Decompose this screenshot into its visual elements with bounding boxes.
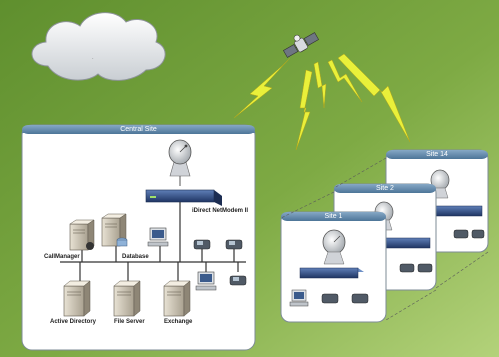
ip-phone-icon [229,275,247,286]
svg-text:-: - [92,55,94,60]
router-icon [145,189,222,206]
ip-phone-icon [417,263,433,273]
lightning-bolt-icon [295,69,313,151]
central-site-panel [21,124,256,351]
lightning-bolt-icon [233,57,291,119]
site-2-title: Site 2 [376,185,394,192]
ip-phone-icon [193,239,211,250]
ip-phone-icon [321,293,339,304]
ip-phone-icon [351,293,369,304]
cloud-icon: - [31,12,166,81]
lan-connections [60,202,246,282]
file-server-label: File Server [114,319,145,325]
satellite-dish-icon [168,139,192,177]
lightning-bolts [233,53,411,151]
ip-phone-icon [453,229,469,239]
central-site-title: Central Site [120,126,157,133]
ip-phone-icon [399,263,415,273]
router-icon [435,205,483,217]
lightning-bolt-icon [337,53,411,143]
server-icon [101,213,128,247]
database-label: Database [122,254,149,260]
active-directory-label: Active Directory [50,319,97,325]
router-label: iDirect NetModem II [192,208,249,214]
ip-phone-icon [471,229,485,239]
lightning-bolt-icon [327,59,363,103]
remote-site-panel-1 [280,211,387,323]
lightning-bolt-icon [313,61,327,109]
satellite-dish-icon [322,229,346,265]
central-site-header [22,125,255,134]
panel-stack-lines [280,157,489,321]
router-icon [383,237,431,249]
satellite-icon [283,32,319,58]
callmanager-label: CallManager [44,254,80,260]
server-icon [113,280,141,317]
site-1-title: Site 1 [324,213,343,220]
workstation-icon [147,227,169,247]
server-icon [163,280,191,317]
site-14-title: Site 14 [426,151,448,158]
router-icon [299,267,364,279]
ip-phone-icon [225,239,243,250]
exchange-label: Exchange [164,319,193,325]
workstation-icon [289,289,309,307]
workstation-icon [195,271,217,291]
server-icon [63,280,91,317]
server-icon [69,219,95,251]
